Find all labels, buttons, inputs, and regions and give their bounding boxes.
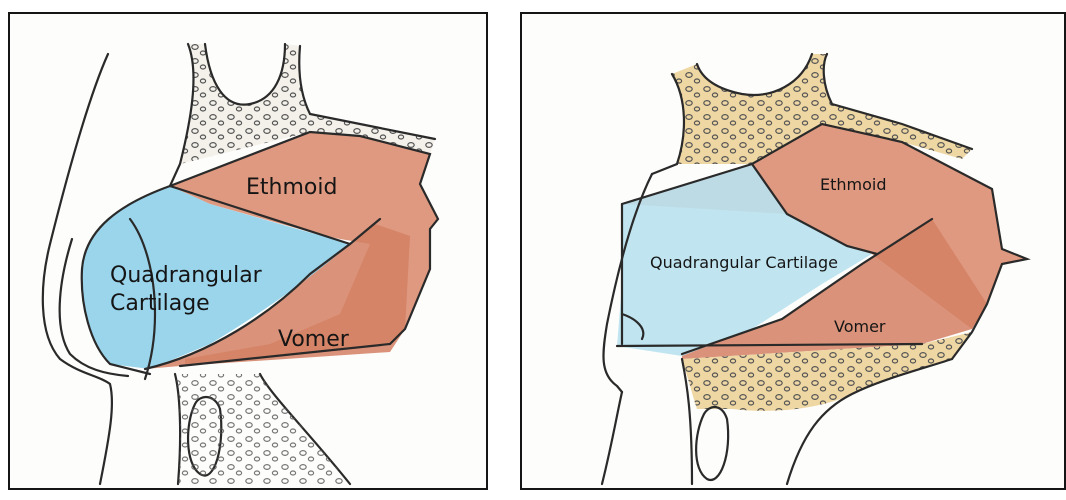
right-vomer-label: Vomer <box>834 317 886 336</box>
left-ethmoid-label: Ethmoid <box>246 175 337 200</box>
left-cartilage-label-line2: Cartilage <box>110 291 210 316</box>
right-diagram-panel: Ethmoid Quadrangular Cartilage Vomer <box>520 12 1066 490</box>
left-cartilage-label-line1: Quadrangular <box>110 263 263 288</box>
left-vomer-label: Vomer <box>278 327 350 352</box>
right-nasal-septum-drawing: Ethmoid Quadrangular Cartilage Vomer <box>522 14 1066 490</box>
right-cartilage-label: Quadrangular Cartilage <box>650 253 838 272</box>
left-nasal-septum-drawing: Ethmoid Quadrangular Cartilage Vomer <box>10 14 488 490</box>
lower-spongy-bone <box>175 374 350 484</box>
left-diagram-panel: Ethmoid Quadrangular Cartilage Vomer <box>8 12 488 490</box>
right-ethmoid-label: Ethmoid <box>820 175 887 194</box>
